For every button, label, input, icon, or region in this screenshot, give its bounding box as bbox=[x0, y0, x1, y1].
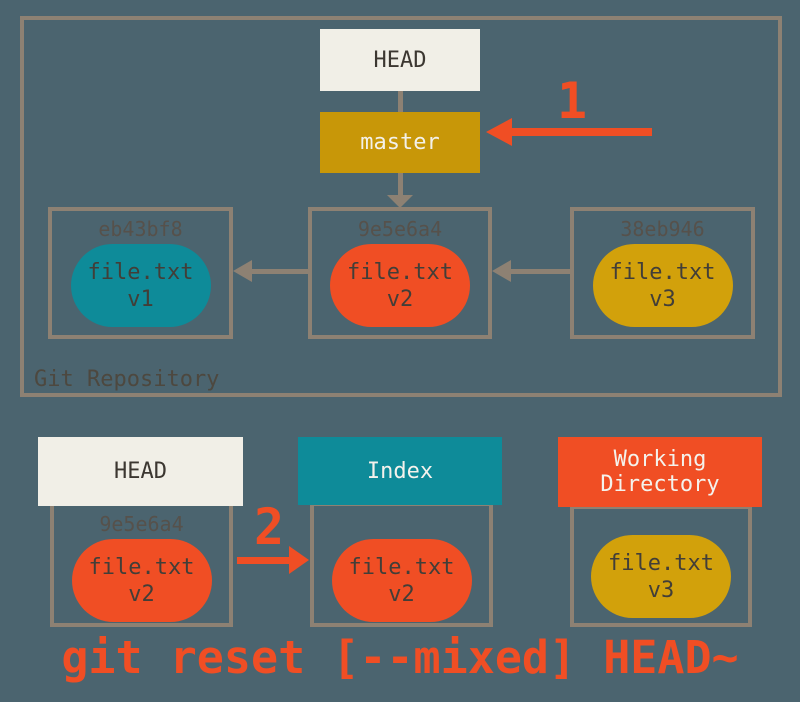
file-blob-v2: file.txt v2 bbox=[330, 244, 470, 327]
step-2-arrow-line bbox=[237, 557, 290, 564]
head-ref-label: HEAD bbox=[373, 47, 427, 73]
working-directory-content-box: file.txt v3 bbox=[570, 505, 752, 627]
step-1-arrowhead-icon bbox=[486, 118, 512, 146]
file-name: file.txt bbox=[608, 550, 714, 576]
caption-command: git reset [--mixed] HEAD~ bbox=[61, 631, 739, 684]
commit-box-v1: eb43bf8 file.txt v1 bbox=[48, 207, 233, 339]
master-branch-box: master bbox=[320, 112, 480, 173]
index-area-label: Index bbox=[366, 458, 434, 484]
head-ref-box: HEAD bbox=[320, 29, 480, 91]
working-directory-area-box: Working Directory bbox=[558, 437, 762, 507]
commit3-to-commit2-arrow-line bbox=[511, 269, 570, 274]
index-content-box: file.txt v2 bbox=[310, 502, 493, 627]
step-2-label: 2 bbox=[253, 498, 285, 556]
commit-hash: eb43bf8 bbox=[98, 217, 183, 241]
file-version: v1 bbox=[127, 286, 154, 312]
commit-hash: 9e5e6a4 bbox=[99, 512, 184, 536]
step-2-arrowhead-icon bbox=[289, 546, 309, 574]
arrowhead-down-icon bbox=[387, 195, 413, 208]
file-version: v3 bbox=[647, 577, 675, 603]
file-version: v2 bbox=[128, 581, 155, 607]
head-to-master-connector bbox=[398, 91, 403, 113]
master-branch-label: master bbox=[360, 130, 440, 155]
master-to-commit-connector bbox=[398, 173, 403, 196]
commit2-to-commit1-arrowhead-icon bbox=[233, 260, 252, 282]
head-commit-box: 9e5e6a4 file.txt v2 bbox=[50, 502, 233, 627]
commit-box-v2: 9e5e6a4 file.txt v2 bbox=[308, 207, 492, 339]
file-name: file.txt bbox=[88, 554, 195, 580]
file-name: file.txt bbox=[87, 259, 194, 285]
file-name: file.txt bbox=[348, 554, 455, 580]
git-repository-box: Git Repository bbox=[20, 16, 782, 397]
commit-hash: 38eb946 bbox=[620, 217, 705, 241]
head-file-blob: file.txt v2 bbox=[71, 539, 212, 622]
file-blob-v1: file.txt v1 bbox=[70, 244, 211, 327]
working-directory-area-label: Working Directory bbox=[600, 447, 720, 497]
file-version: v3 bbox=[649, 286, 676, 312]
commit-box-v3: 38eb946 file.txt v3 bbox=[570, 207, 755, 339]
git-repository-label: Git Repository bbox=[34, 367, 220, 392]
head-area-box: HEAD bbox=[38, 437, 243, 506]
workdir-file-blob: file.txt v3 bbox=[591, 535, 731, 618]
file-name: file.txt bbox=[609, 259, 716, 285]
step-1-arrow-line bbox=[510, 128, 652, 136]
file-name: file.txt bbox=[347, 259, 453, 285]
file-blob-v3: file.txt v3 bbox=[592, 244, 733, 327]
commit2-to-commit1-arrow-line bbox=[252, 269, 308, 274]
step-1-label: 1 bbox=[556, 72, 588, 130]
index-file-blob: file.txt v2 bbox=[331, 539, 472, 622]
file-version: v2 bbox=[386, 286, 414, 312]
index-area-box: Index bbox=[298, 437, 502, 505]
commit3-to-commit2-arrowhead-icon bbox=[492, 260, 511, 282]
file-version: v2 bbox=[388, 581, 415, 607]
commit-hash: 9e5e6a4 bbox=[357, 217, 443, 241]
head-area-label: HEAD bbox=[114, 459, 167, 484]
